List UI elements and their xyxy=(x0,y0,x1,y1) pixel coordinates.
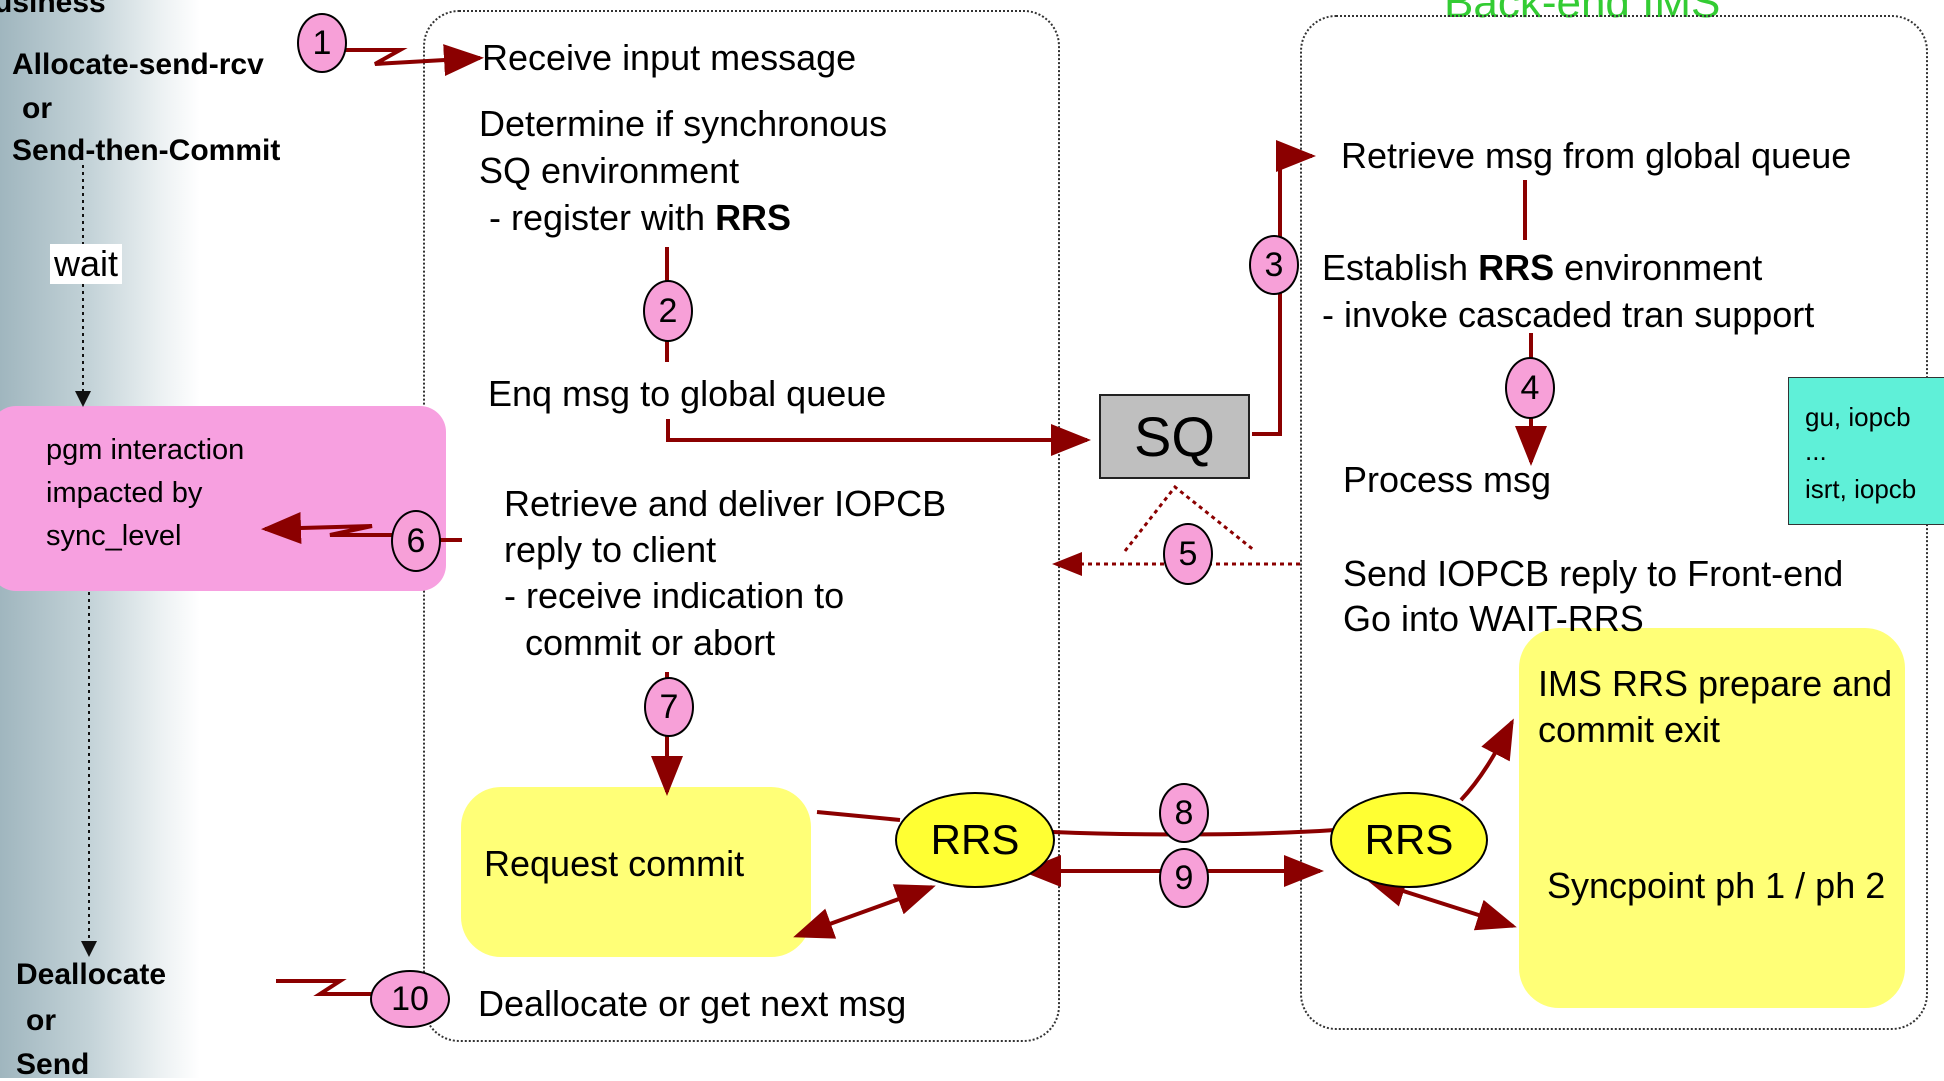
determine-line1: Determine if synchronous xyxy=(479,103,888,144)
step-5-label: 5 xyxy=(1178,534,1198,573)
retrieve-line1: Retrieve and deliver IOPCB xyxy=(504,483,947,524)
syncpoint-text: Syncpoint ph 1 / ph 2 xyxy=(1547,865,1886,906)
pgm-interaction-box xyxy=(0,406,446,591)
step-8-label: 8 xyxy=(1174,793,1194,832)
teal-line3: isrt, iopcb xyxy=(1805,474,1917,504)
step-3-circle: 3 xyxy=(1249,235,1299,295)
step-10-circle: 10 xyxy=(370,970,450,1028)
step-2-circle: 2 xyxy=(643,280,693,342)
rrs-backend-ellipse: RRS xyxy=(1330,792,1488,888)
step-7-label: 7 xyxy=(659,687,679,726)
step-9-circle: 9 xyxy=(1159,848,1209,908)
step-6-circle: 6 xyxy=(391,510,441,572)
step-9-label: 9 xyxy=(1174,858,1194,897)
teal-line1: gu, iopcb xyxy=(1805,402,1911,432)
ims-rrs-exit-box xyxy=(1519,628,1905,1008)
dli-calls-box xyxy=(1788,377,1944,525)
request-commit-text: Request commit xyxy=(484,843,745,884)
step-3-label: 3 xyxy=(1264,245,1284,284)
step-5-circle: 5 xyxy=(1163,523,1213,585)
send-reply-line1: Send IOPCB reply to Front-end xyxy=(1343,553,1844,594)
register-prefix: - register with xyxy=(479,197,716,238)
rrs-backend-label: RRS xyxy=(1364,816,1454,863)
wait-label: wait xyxy=(50,244,123,284)
step-7-circle: 7 xyxy=(644,677,694,737)
retrieve-msg-text: Retrieve msg from global queue xyxy=(1341,135,1852,176)
enq-msg-text: Enq msg to global queue xyxy=(488,373,887,414)
step-4-label: 4 xyxy=(1520,368,1540,407)
establish-rrs-bold: RRS xyxy=(1478,247,1555,288)
client-end-line1: Deallocate xyxy=(16,958,167,991)
client-end-line2: or xyxy=(26,1004,56,1037)
shared-queue-box: SQ xyxy=(1099,394,1250,479)
request-commit-box xyxy=(461,787,811,957)
register-rrs-text: - register with RRS xyxy=(479,200,791,236)
register-rrs-bold: RRS xyxy=(715,197,792,238)
retrieve-line4: commit or abort xyxy=(525,622,776,663)
process-msg-text: Process msg xyxy=(1343,459,1552,500)
rrs-frontend-ellipse: RRS xyxy=(895,792,1055,888)
invoke-cascaded-text: - invoke cascaded tran support xyxy=(1322,294,1815,335)
client-start-line1: Allocate-send-rcv xyxy=(12,48,264,81)
step-1-circle: 1 xyxy=(297,13,347,73)
send-reply-line2: Go into WAIT-RRS xyxy=(1343,598,1644,639)
ims-rrs-line2: commit exit xyxy=(1538,709,1721,750)
step-10-label: 10 xyxy=(391,979,429,1018)
retrieve-line2: reply to client xyxy=(504,529,717,570)
determine-line2: SQ environment xyxy=(479,150,740,191)
top-left-partial-title: usiness xyxy=(0,0,106,19)
step-6-label: 6 xyxy=(406,521,426,560)
client-start-line3: Send-then-Commit xyxy=(12,134,281,167)
pink-line2: impacted by xyxy=(46,477,203,509)
step-8-circle: 8 xyxy=(1159,783,1209,843)
pink-line1: pgm interaction xyxy=(46,434,245,466)
ims-rrs-line1: IMS RRS prepare and xyxy=(1538,663,1893,704)
teal-line2: ... xyxy=(1805,436,1827,466)
deallocate-text: Deallocate or get next msg xyxy=(478,983,907,1024)
receive-input-text: Receive input message xyxy=(482,37,857,78)
client-start-line2: or xyxy=(22,92,52,125)
establish-prefix: Establish xyxy=(1322,247,1479,288)
step-4-circle: 4 xyxy=(1505,357,1555,419)
step-1-label: 1 xyxy=(312,23,332,62)
rrs-frontend-label: RRS xyxy=(930,816,1020,863)
establish-suffix: environment xyxy=(1554,247,1763,288)
backend-title: Back-end IMS xyxy=(1444,0,1721,27)
step-2-label: 2 xyxy=(658,291,678,330)
sq-label: SQ xyxy=(1134,405,1215,468)
client-end-line3: Send xyxy=(16,1048,90,1081)
pink-line3: sync_level xyxy=(46,520,182,552)
establish-rrs-text: Establish RRS environment xyxy=(1322,250,1762,286)
retrieve-line3: - receive indication to xyxy=(504,575,845,616)
